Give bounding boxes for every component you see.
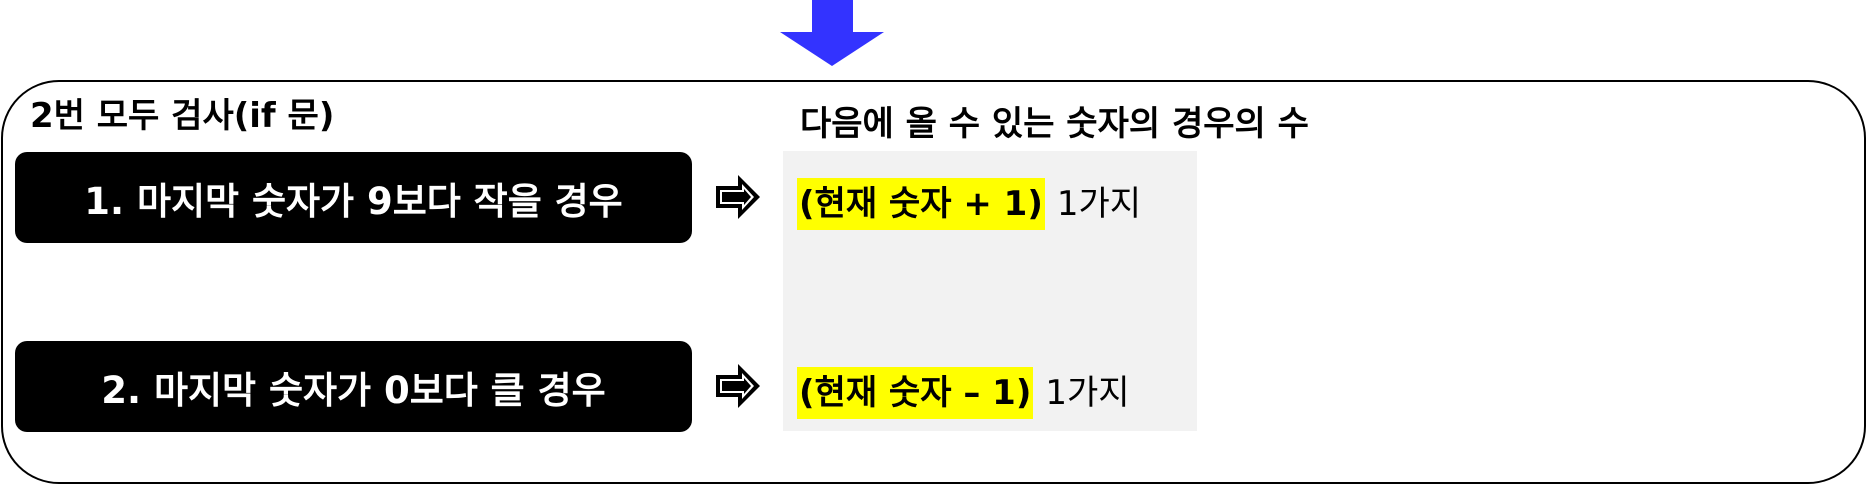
arrow-right-icon <box>716 175 760 219</box>
result-line-2: (현재 숫자 – 1) 1가지 <box>797 367 1130 419</box>
result-header: 다음에 올 수 있는 숫자의 경우의 수 <box>800 104 1309 144</box>
arrow-down-icon <box>780 0 884 66</box>
condition-box-2: 2. 마지막 숫자가 0보다 클 경우 <box>15 341 692 432</box>
case-count: 1가지 <box>1056 184 1142 224</box>
formula-highlight: (현재 숫자 – 1) <box>797 367 1034 419</box>
arrow-right-icon <box>716 364 760 408</box>
condition-box-1: 1. 마지막 숫자가 9보다 작을 경우 <box>15 152 692 243</box>
section-title: 2번 모두 검사(if 문) <box>30 96 335 136</box>
case-count: 1가지 <box>1045 373 1130 413</box>
result-line-1: (현재 숫자 + 1) 1가지 <box>797 178 1141 230</box>
check-both-container <box>1 80 1866 484</box>
formula-highlight: (현재 숫자 + 1) <box>797 178 1045 230</box>
